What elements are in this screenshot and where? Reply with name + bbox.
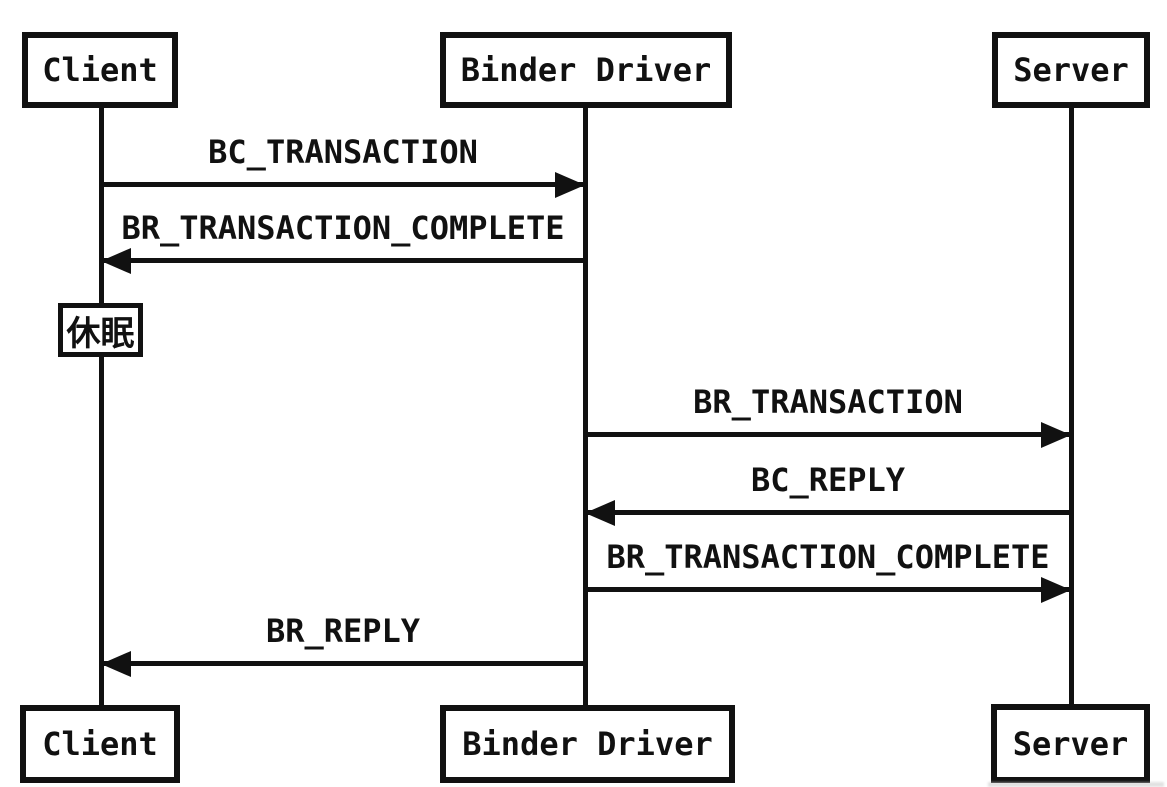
actor-label-server-bottom: Server: [1012, 724, 1129, 763]
actor-label-binder-driver-bottom: Binder Driver: [462, 725, 713, 763]
arrowhead-left-icon: [101, 651, 131, 677]
sleep-state-label: 休眠: [66, 313, 135, 354]
message-br-reply: BR_REPLY: [101, 611, 585, 677]
message-arrow: [585, 500, 1071, 526]
arrowhead-right-icon: [1041, 577, 1071, 603]
message-arrow: [101, 248, 585, 274]
message-label: BC_TRANSACTION: [208, 133, 478, 171]
message-arrow: [101, 172, 585, 198]
message-label: BR_REPLY: [265, 612, 421, 650]
arrowhead-right-icon: [1041, 422, 1071, 448]
actor-box-binder-driver-top: Binder Driver: [440, 32, 732, 108]
message-br-transaction: BR_TRANSACTION: [585, 382, 1071, 448]
actor-label-client-top: Client: [42, 51, 158, 89]
arrow-shaft: [587, 432, 1069, 437]
server-lifeline: [1069, 107, 1074, 706]
sleep-state-box: 休眠: [58, 303, 143, 357]
message-bc-reply: BC_REPLY: [585, 460, 1071, 526]
message-label: BC_REPLY: [750, 461, 906, 499]
binder-driver-lifeline: [583, 107, 588, 706]
arrow-shaft: [103, 182, 583, 187]
actor-box-server-top: Server: [992, 32, 1150, 108]
arrow-shaft: [103, 661, 583, 666]
arrow-shaft: [587, 587, 1069, 592]
message-arrow: [585, 422, 1071, 448]
message-label: BR_TRANSACTION_COMPLETE: [121, 209, 565, 247]
message-arrow: [585, 577, 1071, 603]
message-label: BR_TRANSACTION: [693, 383, 963, 421]
actor-box-client-bottom: Client: [20, 705, 180, 783]
message-br-transaction-complete-server: BR_TRANSACTION_COMPLETE: [585, 537, 1071, 603]
message-br-transaction-complete-client: BR_TRANSACTION_COMPLETE: [101, 208, 585, 274]
client-lifeline: [99, 107, 104, 706]
arrow-shaft: [103, 258, 583, 263]
actor-box-client-top: Client: [22, 32, 178, 108]
arrowhead-right-icon: [555, 172, 585, 198]
actor-label-server-top: Server: [1013, 51, 1129, 89]
actor-label-binder-driver-top: Binder Driver: [460, 51, 712, 89]
arrowhead-left-icon: [585, 500, 615, 526]
arrowhead-left-icon: [101, 248, 131, 274]
watermark: [988, 782, 1164, 787]
actor-box-server-bottom: Server: [991, 704, 1150, 783]
message-bc-transaction: BC_TRANSACTION: [101, 132, 585, 198]
arrow-shaft: [587, 510, 1069, 515]
message-arrow: [101, 651, 585, 677]
actor-label-client-bottom: Client: [42, 725, 158, 763]
actor-box-binder-driver-bottom: Binder Driver: [440, 705, 735, 783]
message-label: BR_TRANSACTION_COMPLETE: [606, 538, 1050, 576]
